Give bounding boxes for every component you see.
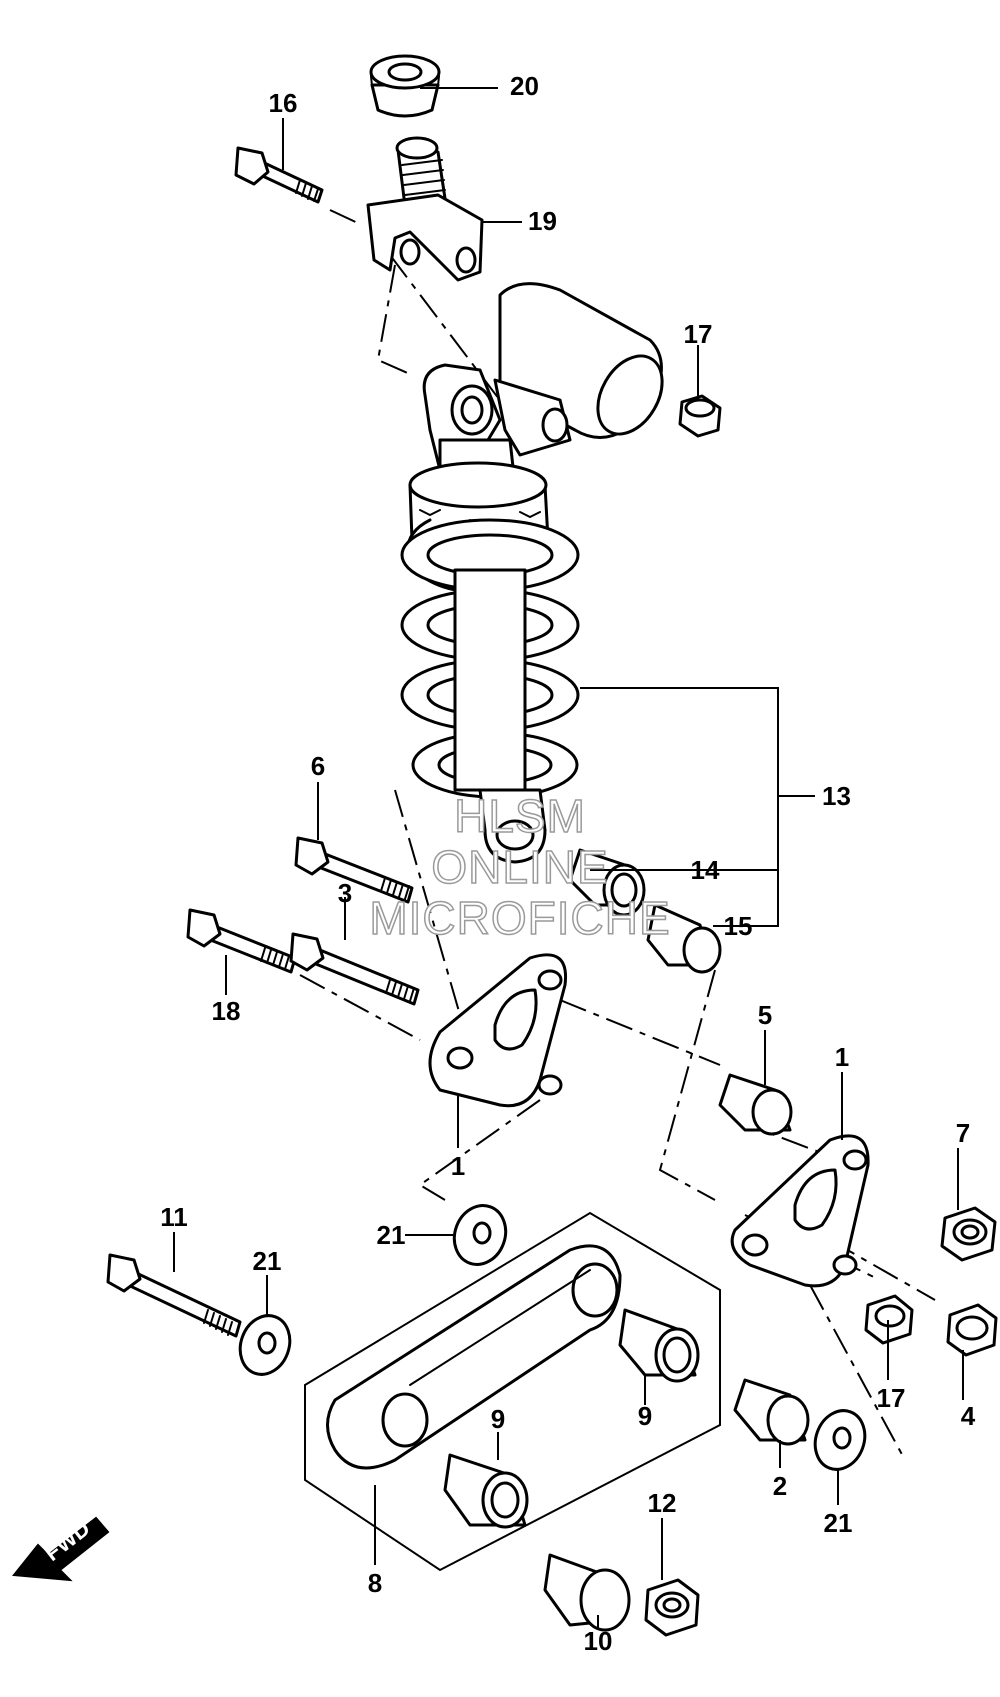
callout-3: 3 xyxy=(338,878,352,908)
part-8-link-outline xyxy=(304,1211,721,1572)
callout-9-upper: 9 xyxy=(638,1401,652,1431)
callout-13: 13 xyxy=(822,781,851,811)
part-9-bearing-lower xyxy=(443,1453,529,1529)
callout-1-right: 1 xyxy=(835,1042,849,1072)
part-9-bearing-upper xyxy=(618,1308,700,1383)
part-11-bolt xyxy=(106,1253,242,1338)
callout-10: 10 xyxy=(584,1626,613,1656)
callout-4: 4 xyxy=(961,1401,976,1431)
part-6-bolt xyxy=(294,836,414,904)
watermark-line2: ONLINE xyxy=(431,841,608,893)
part-18-bolt xyxy=(186,908,297,974)
part-15-collar xyxy=(646,903,722,974)
callout-21-right: 21 xyxy=(824,1508,853,1538)
leader-lines xyxy=(173,87,964,1630)
callout-21-left: 21 xyxy=(253,1246,282,1276)
watermark: HLSM ONLINE MICROFICHE xyxy=(369,789,671,945)
callout-labels: 16 20 19 17 13 14 15 6 3 18 1 5 1 7 17 4… xyxy=(160,71,976,1656)
callout-5: 5 xyxy=(758,1000,772,1030)
callout-18: 18 xyxy=(212,996,241,1026)
part-17-nut-lower xyxy=(864,1294,914,1345)
part-5-collar xyxy=(718,1073,793,1136)
part-21-washer-right xyxy=(813,1409,867,1471)
part-8-link xyxy=(326,1244,622,1470)
callout-16: 16 xyxy=(269,88,298,118)
callout-15: 15 xyxy=(724,911,753,941)
fwd-direction-arrow: FWD xyxy=(12,1515,110,1582)
callout-14: 14 xyxy=(691,855,720,885)
part-19-upper-mount xyxy=(366,136,484,282)
part-4-nut xyxy=(946,1303,998,1357)
part-10-collar xyxy=(543,1553,631,1632)
part-14-bearing xyxy=(568,848,646,917)
part-1-plate-right xyxy=(730,1134,870,1288)
callout-20: 20 xyxy=(510,71,539,101)
part-2-collar xyxy=(733,1378,810,1446)
callout-8: 8 xyxy=(368,1568,382,1598)
watermark-line1: HLSM xyxy=(454,790,586,842)
part-3-bolt xyxy=(289,932,420,1006)
part-7-nut xyxy=(940,1206,997,1262)
part-16-bolt xyxy=(234,146,324,204)
callout-6: 6 xyxy=(311,751,325,781)
part-17-nut-upper xyxy=(678,394,722,438)
part-21-washer-center xyxy=(452,1204,508,1266)
callout-17-lower: 17 xyxy=(877,1383,906,1413)
part-21-washer-left xyxy=(238,1314,292,1376)
callout-11: 11 xyxy=(160,1202,188,1232)
callout-21-center: 21 xyxy=(377,1220,406,1250)
part-12-nut xyxy=(644,1578,700,1637)
callout-2: 2 xyxy=(773,1471,787,1501)
watermark-line3: MICROFICHE xyxy=(369,892,670,944)
callout-12: 12 xyxy=(648,1488,677,1518)
part-1-plate-left xyxy=(428,953,568,1108)
callout-7: 7 xyxy=(956,1118,970,1148)
shock-lower-eye xyxy=(478,788,547,864)
callout-1-left: 1 xyxy=(451,1151,465,1181)
callout-9-lower: 9 xyxy=(491,1404,505,1434)
callout-17-upper: 17 xyxy=(684,319,713,349)
shock-spring xyxy=(400,518,580,799)
callout-19: 19 xyxy=(528,206,557,236)
part-20-cap-nut xyxy=(369,54,441,118)
